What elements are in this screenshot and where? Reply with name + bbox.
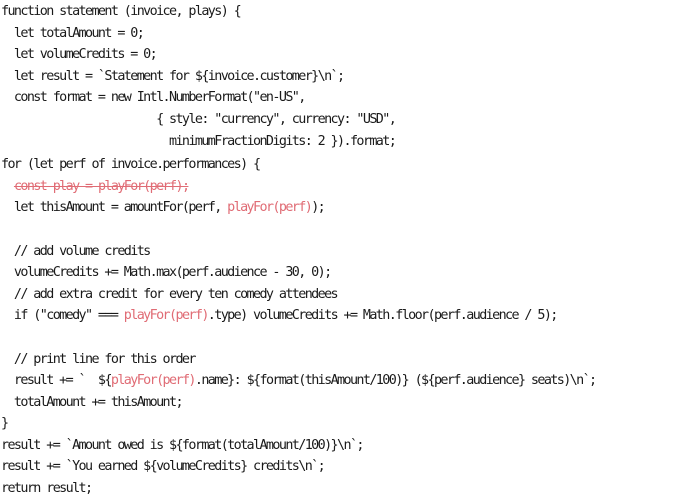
code-text: let totalAmount = 0; <box>1 25 145 41</box>
code-line: let result = `Statement for ${invoice.cu… <box>1 66 596 88</box>
code-line: // print line for this order <box>1 349 596 371</box>
code-text: // print line for this order <box>1 351 197 367</box>
code-line: } <box>1 413 596 435</box>
code-text: let thisAmount = amountFor(perf, <box>1 200 228 216</box>
code-line: function statement (invoice, plays) { <box>1 1 596 23</box>
code-listing: function statement (invoice, plays) { le… <box>1 1 597 500</box>
code-text: // add extra credit for every ten comedy… <box>1 286 339 302</box>
code-text: for (let perf of invoice.performances) { <box>1 157 261 173</box>
deleted-code: const play = playFor(perf); <box>13 178 190 194</box>
highlighted-code: playFor(perf) <box>227 200 313 216</box>
code-text: result += `Amount owed is ${format(total… <box>1 437 364 453</box>
code-text: minimumFractionDigits: 2 }).format; <box>1 133 397 149</box>
code-line: // add volume credits <box>1 241 596 263</box>
highlighted-code: playFor(perf) <box>110 373 197 389</box>
code-line: let totalAmount = 0; <box>1 23 596 45</box>
code-line: let thisAmount = amountFor(perf, playFor… <box>1 197 596 219</box>
code-line: result += ` ${playFor(perf).name}: ${for… <box>1 370 597 392</box>
code-line: volumeCredits += Math.max(perf.audience … <box>1 262 596 284</box>
code-text: function statement (invoice, plays) { <box>1 4 242 19</box>
code-text: result += `You earned ${volumeCredits} c… <box>1 459 326 475</box>
code-line: minimumFractionDigits: 2 }).format; <box>1 131 596 153</box>
code-text: let result = `Statement for ${invoice.cu… <box>1 68 345 84</box>
code-line: result += `You earned ${volumeCredits} c… <box>1 456 596 478</box>
code-text: if ("comedy" === <box>1 308 124 324</box>
code-text: .name}: ${format(thisAmount/100)} (${per… <box>194 373 597 389</box>
code-text: volumeCredits += Math.max(perf.audience … <box>1 265 332 281</box>
code-line: // add extra credit for every ten comedy… <box>1 284 596 306</box>
code-text: // add volume credits <box>1 243 151 259</box>
code-line: if ("comedy" === playFor(perf).type) vol… <box>1 305 596 327</box>
code-text: result += ` ${ <box>1 373 113 389</box>
code-line: totalAmount += thisAmount; <box>1 392 596 414</box>
code-text <box>1 179 14 194</box>
code-text: } <box>1 416 9 432</box>
code-line: const format = new Intl.NumberFormat("en… <box>1 87 596 109</box>
code-line: result += `Amount owed is ${format(total… <box>1 435 596 457</box>
code-line: for (let perf of invoice.performances) { <box>1 154 596 176</box>
code-text: return result; <box>1 481 93 497</box>
code-text: { style: "currency", currency: "USD", <box>1 111 397 127</box>
code-line: { style: "currency", currency: "USD", <box>1 109 596 131</box>
code-line <box>1 327 596 349</box>
code-text: let volumeCredits = 0; <box>1 47 158 63</box>
code-line: let volumeCredits = 0; <box>1 44 596 66</box>
highlighted-code: playFor(perf) <box>123 308 210 324</box>
code-line: const play = playFor(perf); <box>1 176 596 198</box>
code-text: .type) volumeCredits += Math.floor(perf.… <box>207 308 559 324</box>
code-line: return result; <box>1 478 596 500</box>
code-text: totalAmount += thisAmount; <box>1 394 184 410</box>
code-text: const format = new Intl.NumberFormat("en… <box>1 90 306 106</box>
code-line <box>1 219 596 241</box>
code-text: ); <box>311 200 326 216</box>
